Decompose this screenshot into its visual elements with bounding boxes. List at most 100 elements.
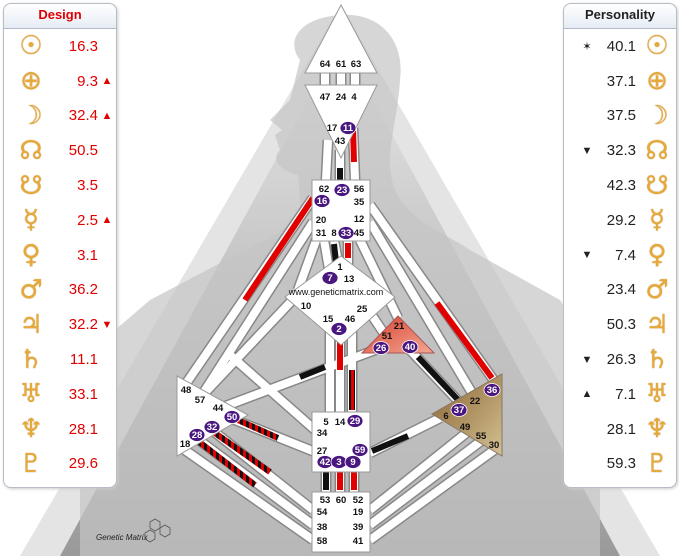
gate-3[interactable]: 3 (336, 457, 341, 468)
ajna-center[interactable] (304, 84, 378, 160)
gate-54[interactable]: 54 (317, 507, 328, 518)
gate-57[interactable]: 57 (195, 395, 206, 406)
gate-62[interactable]: 62 (319, 184, 330, 195)
gate-13[interactable]: 13 (344, 274, 355, 285)
gate-45[interactable]: 45 (354, 228, 365, 239)
gate-42[interactable]: 42 (320, 457, 331, 468)
gate-21[interactable]: 21 (394, 321, 405, 332)
gate-50[interactable]: 50 (227, 412, 238, 423)
gate-33[interactable]: 33 (341, 228, 352, 239)
svg-text:Genetic Matrix: Genetic Matrix (96, 533, 149, 542)
gate-26[interactable]: 26 (376, 343, 387, 354)
gate-56[interactable]: 56 (354, 184, 365, 195)
gate-39[interactable]: 39 (353, 522, 364, 533)
gate-18[interactable]: 18 (180, 439, 191, 450)
solar-plexus-center[interactable] (431, 373, 503, 457)
gate-22[interactable]: 22 (470, 396, 481, 407)
gate-11[interactable]: 11 (343, 123, 354, 134)
gate-16-activation-circle (313, 194, 331, 208)
channel (294, 233, 322, 292)
gate-41[interactable]: 41 (353, 536, 364, 547)
gate-25[interactable]: 25 (357, 304, 368, 315)
personality-mars-value: 23.4 (606, 281, 636, 299)
gate-32[interactable]: 32 (207, 422, 218, 433)
sun-icon: ☉ (645, 31, 669, 62)
gate-60[interactable]: 60 (336, 495, 347, 506)
gate-47[interactable]: 47 (320, 92, 331, 103)
design-row-venus: ♀3.1 (4, 238, 116, 273)
personality-row-south-node: 42.3☋ (564, 168, 676, 203)
gate-49[interactable]: 49 (460, 422, 471, 433)
gate-34[interactable]: 34 (317, 428, 328, 439)
gate-27[interactable]: 27 (317, 446, 328, 457)
gate-44[interactable]: 44 (213, 403, 224, 414)
gate-14[interactable]: 14 (335, 417, 346, 428)
gate-31[interactable]: 31 (316, 228, 327, 239)
gate-64[interactable]: 64 (320, 59, 331, 70)
personality-saturn-marker: ▼ (581, 353, 593, 366)
gate-9[interactable]: 9 (350, 457, 355, 468)
gate-48[interactable]: 48 (181, 385, 192, 396)
gate-29-activation-circle (346, 414, 364, 428)
gate-7[interactable]: 7 (327, 273, 332, 284)
root-center[interactable] (311, 491, 371, 553)
gate-46[interactable]: 46 (345, 314, 356, 325)
saturn-icon: ♄ (19, 344, 43, 375)
gate-23[interactable]: 23 (337, 185, 348, 196)
channel (179, 444, 316, 544)
design-mercury-marker: ▲ (101, 214, 113, 227)
gate-40[interactable]: 40 (405, 342, 416, 353)
gate-6[interactable]: 6 (443, 411, 448, 422)
personality-title: Personality (564, 4, 676, 29)
personality-jupiter-value: 50.3 (606, 316, 636, 334)
gate-24[interactable]: 24 (336, 92, 347, 103)
gate-53[interactable]: 53 (320, 495, 331, 506)
gate-10[interactable]: 10 (301, 301, 312, 312)
gate-37[interactable]: 37 (454, 405, 465, 416)
gate-55[interactable]: 55 (476, 431, 487, 442)
head-center[interactable] (304, 3, 378, 74)
active-channel-segment (415, 354, 463, 405)
personality-row-saturn: ▼26.3♄ (564, 342, 676, 377)
venus-icon: ♀ (21, 240, 41, 271)
gate-63[interactable]: 63 (351, 59, 362, 70)
gate-29[interactable]: 29 (350, 416, 361, 427)
gate-1[interactable]: 1 (337, 262, 343, 273)
gate-5[interactable]: 5 (323, 417, 329, 428)
gate-28-activation-circle (188, 428, 206, 442)
personality-north-node-value: 32.3 (606, 142, 636, 160)
channel (213, 343, 385, 414)
gate-23-activation-circle (333, 183, 351, 197)
gate-20[interactable]: 20 (316, 215, 327, 226)
gate-38[interactable]: 38 (317, 522, 328, 533)
gate-28[interactable]: 28 (192, 430, 203, 441)
personality-row-earth: 37.1⊕ (564, 64, 676, 99)
gate-30[interactable]: 30 (489, 440, 500, 451)
gate-4[interactable]: 4 (351, 92, 357, 103)
mars-icon: ♂ (645, 274, 669, 305)
gate-12[interactable]: 12 (354, 214, 365, 225)
gate-58[interactable]: 58 (317, 536, 328, 547)
gate-2[interactable]: 2 (336, 324, 341, 335)
gate-61[interactable]: 61 (336, 59, 347, 70)
gate-19[interactable]: 19 (353, 507, 364, 518)
gate-15[interactable]: 15 (323, 314, 334, 325)
design-uranus-value: 33.1 (68, 385, 98, 403)
gate-35[interactable]: 35 (354, 197, 365, 208)
personality-pluto-value: 59.3 (606, 455, 636, 473)
gate-36[interactable]: 36 (487, 385, 498, 396)
uranus-icon: ♅ (645, 379, 669, 410)
g-center[interactable] (284, 255, 396, 346)
gate-8[interactable]: 8 (331, 228, 336, 239)
gate-59[interactable]: 59 (355, 445, 366, 456)
design-earth-value: 9.3 (77, 72, 98, 90)
saturn-icon: ♄ (645, 344, 669, 375)
mercury-icon: ☿ (649, 205, 665, 236)
gate-40-activation-circle (401, 340, 419, 354)
gate-43[interactable]: 43 (335, 136, 346, 147)
gate-51[interactable]: 51 (382, 331, 393, 342)
gate-17[interactable]: 17 (327, 123, 338, 134)
gate-16[interactable]: 16 (317, 196, 328, 207)
channel (367, 434, 488, 529)
gate-52[interactable]: 52 (353, 495, 364, 506)
